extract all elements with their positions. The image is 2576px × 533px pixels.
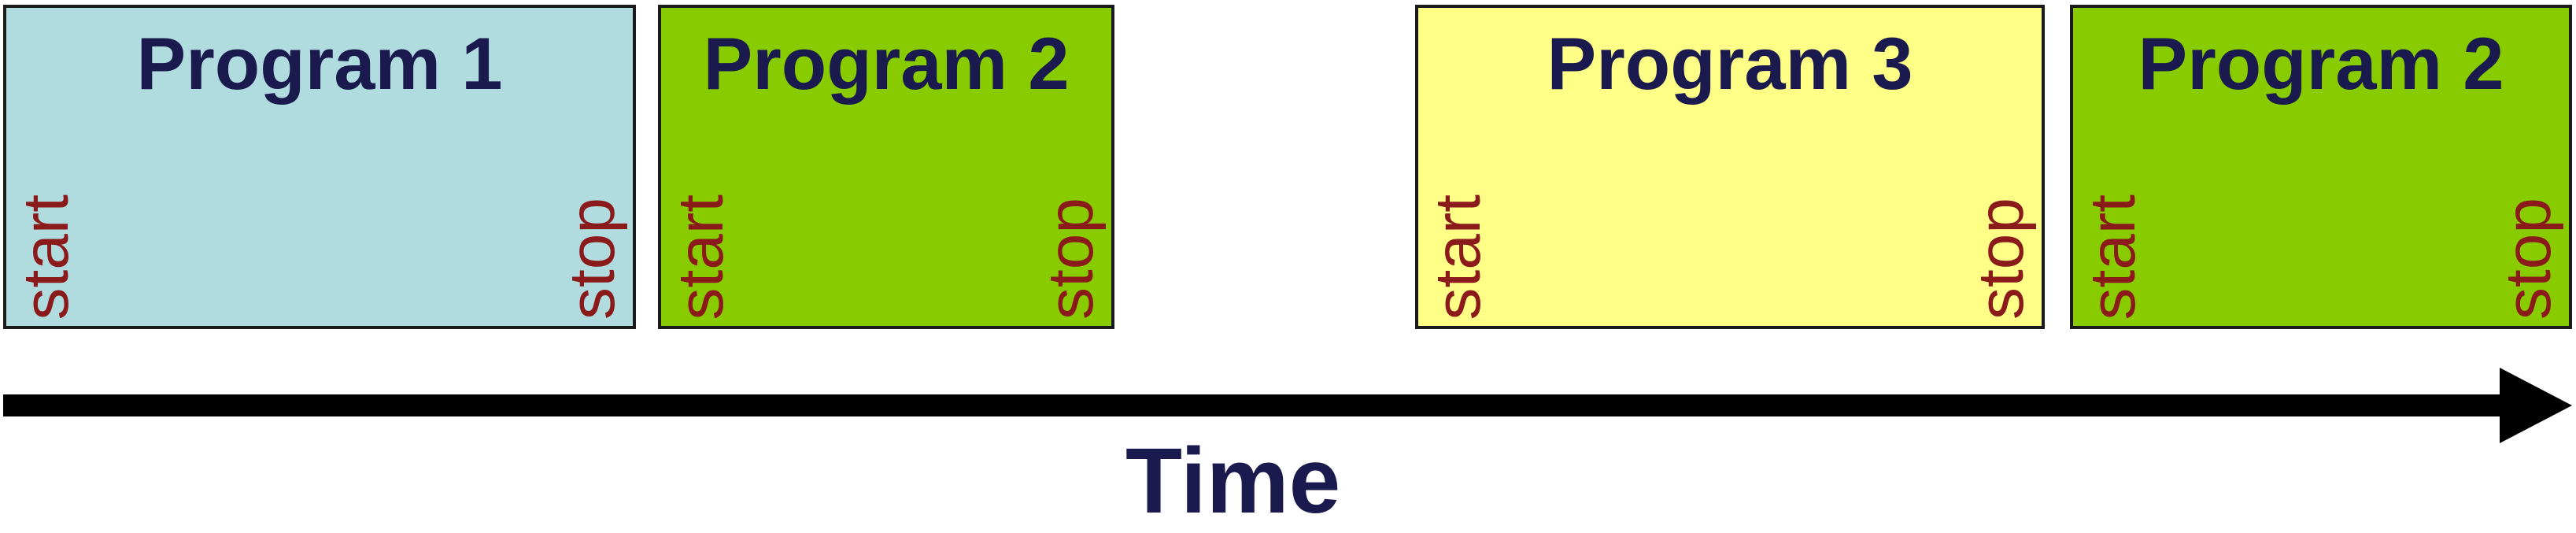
program-title: Program 2 — [703, 22, 1070, 105]
time-axis-arrow — [3, 368, 2572, 443]
arrowhead-icon — [2500, 368, 2572, 443]
start-label: start — [665, 194, 737, 320]
stop-label: stop — [1965, 198, 2037, 320]
program-title: Program 1 — [136, 22, 503, 105]
program-block-2: Program 2 start stop — [658, 5, 1114, 329]
time-axis-label: Time — [1125, 429, 1341, 533]
start-label: start — [2077, 194, 2149, 320]
stop-label: stop — [2493, 198, 2564, 320]
program-title: Program 2 — [2138, 22, 2504, 105]
program-title: Program 3 — [1547, 22, 1913, 105]
start-label: start — [1422, 194, 1494, 320]
start-label: start — [10, 194, 82, 320]
stop-label: stop — [1035, 198, 1107, 320]
stop-label: stop — [556, 198, 628, 320]
program-block-1: Program 1 start stop — [3, 5, 636, 329]
program-block-4: Program 2 start stop — [2070, 5, 2572, 329]
program-block-3: Program 3 start stop — [1415, 5, 2045, 329]
